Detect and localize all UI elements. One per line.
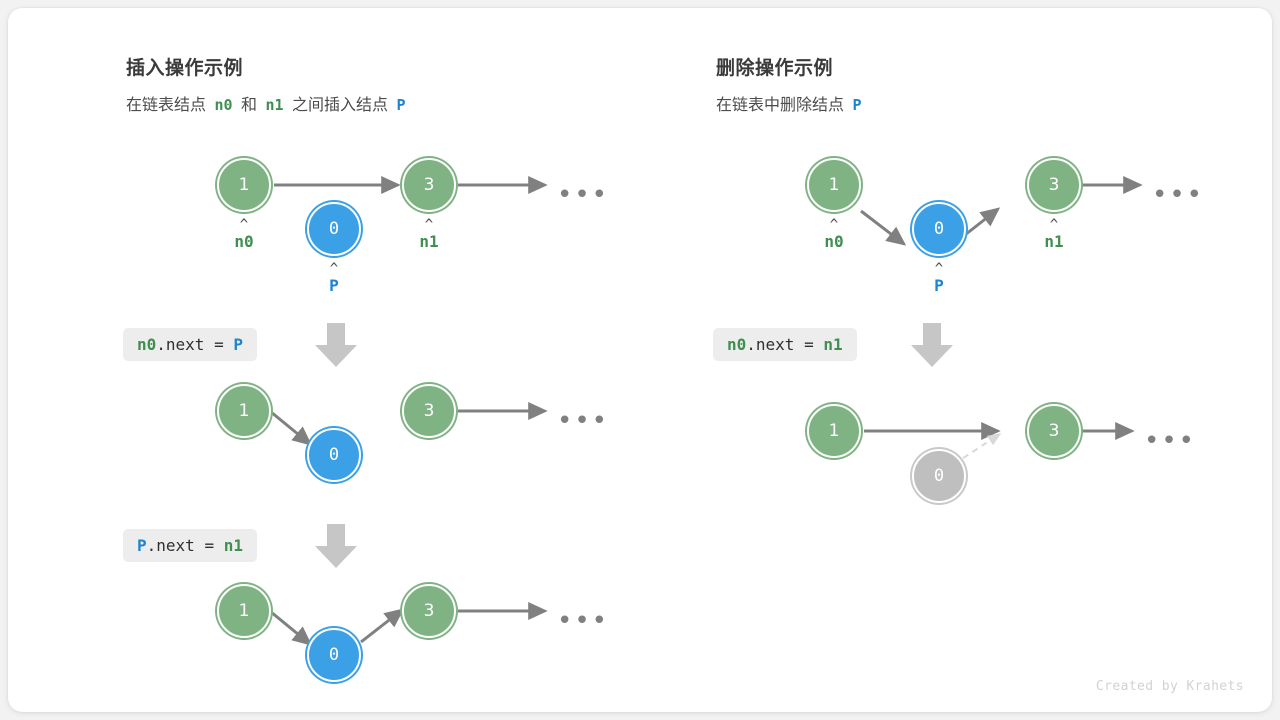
panel-delete: 删除操作示例 在链表中删除结点 P xyxy=(598,8,1258,712)
insert-panel-title: 插入操作示例 xyxy=(126,58,244,79)
node-value: 1 xyxy=(217,158,271,212)
node-value: 0 xyxy=(307,428,361,482)
pointer-n1: ^ n1 xyxy=(1019,217,1089,253)
down-arrow-icon xyxy=(313,522,359,575)
node-value: 3 xyxy=(1027,404,1081,458)
code-token-n1: n1 xyxy=(223,536,243,555)
diagram-card: 插入操作示例 在链表结点 n0 和 n1 之间插入结点 P xyxy=(8,8,1272,712)
caret-icon: ^ xyxy=(829,217,839,233)
caret-icon: ^ xyxy=(1049,217,1059,233)
subtitle-text-3: 之间插入结点 xyxy=(291,97,388,114)
pointer-label: P xyxy=(934,276,944,295)
panel-insert: 插入操作示例 在链表结点 n0 和 n1 之间插入结点 P xyxy=(8,8,608,712)
ellipsis-dots: ••• xyxy=(1152,180,1205,210)
node-value: 3 xyxy=(402,158,456,212)
pointer-n0: ^ n0 xyxy=(799,217,869,253)
insert-panel-subtitle: 在链表结点 n0 和 n1 之间插入结点 P xyxy=(126,91,409,115)
code-token-next: .next = xyxy=(746,335,824,354)
subtitle-token-p: P xyxy=(852,96,862,114)
delete-panel-title: 删除操作示例 xyxy=(716,58,834,79)
node-value: 1 xyxy=(807,404,861,458)
down-arrow-icon xyxy=(313,321,359,374)
code-token-p: P xyxy=(233,335,243,354)
edge-p-to-n1-3 xyxy=(360,608,405,644)
code-token-next: .next = xyxy=(146,536,224,555)
subtitle-text-1: 在链表中删除结点 xyxy=(716,97,845,114)
ellipsis-dots: ••• xyxy=(1144,426,1197,456)
node-value: 1 xyxy=(807,158,861,212)
credit-text: Created by Krahets xyxy=(1095,679,1244,694)
pointer-label: n0 xyxy=(824,232,844,251)
subtitle-token-n0: n0 xyxy=(214,96,233,114)
code-token-p: P xyxy=(137,536,147,555)
pointer-label: n1 xyxy=(419,232,439,251)
node-value: 0 xyxy=(307,628,361,682)
edge-n0-to-p-3 xyxy=(270,610,313,646)
subtitle-text-2: 和 xyxy=(240,97,257,114)
code-chip-delete-step-1: n0.next = n1 xyxy=(713,328,857,361)
pointer-n1: ^ n1 xyxy=(394,217,464,253)
code-token-n0: n0 xyxy=(137,335,157,354)
node-value: 0 xyxy=(912,202,966,256)
pointer-label: n0 xyxy=(234,232,254,251)
subtitle-token-n1: n1 xyxy=(265,96,284,114)
pointer-label: P xyxy=(329,276,339,295)
caret-icon: ^ xyxy=(934,261,944,277)
node-value: 0 xyxy=(307,202,361,256)
pointer-label: n1 xyxy=(1044,232,1064,251)
edge-n0-to-p xyxy=(270,410,313,446)
code-chip-insert-step-1: n0.next = P xyxy=(123,328,257,361)
caret-icon: ^ xyxy=(239,217,249,233)
node-value: 1 xyxy=(217,584,271,638)
code-token-next: .next = xyxy=(156,335,234,354)
code-chip-insert-step-2: P.next = n1 xyxy=(123,529,257,562)
down-arrow-icon xyxy=(909,321,955,374)
caret-icon: ^ xyxy=(329,261,339,277)
code-token-n1: n1 xyxy=(823,335,843,354)
delete-panel-subtitle: 在链表中删除结点 P xyxy=(716,91,866,115)
caret-icon: ^ xyxy=(424,217,434,233)
code-token-n0: n0 xyxy=(727,335,747,354)
pointer-p: ^ P xyxy=(904,261,974,297)
pointer-p: ^ P xyxy=(299,261,369,297)
subtitle-token-p: P xyxy=(396,96,406,114)
node-value: 3 xyxy=(402,384,456,438)
node-value: 1 xyxy=(217,384,271,438)
pointer-n0: ^ n0 xyxy=(209,217,279,253)
node-value: 3 xyxy=(1027,158,1081,212)
subtitle-text-1: 在链表结点 xyxy=(126,97,207,114)
node-value-deleted: 0 xyxy=(912,449,966,503)
node-value: 3 xyxy=(402,584,456,638)
